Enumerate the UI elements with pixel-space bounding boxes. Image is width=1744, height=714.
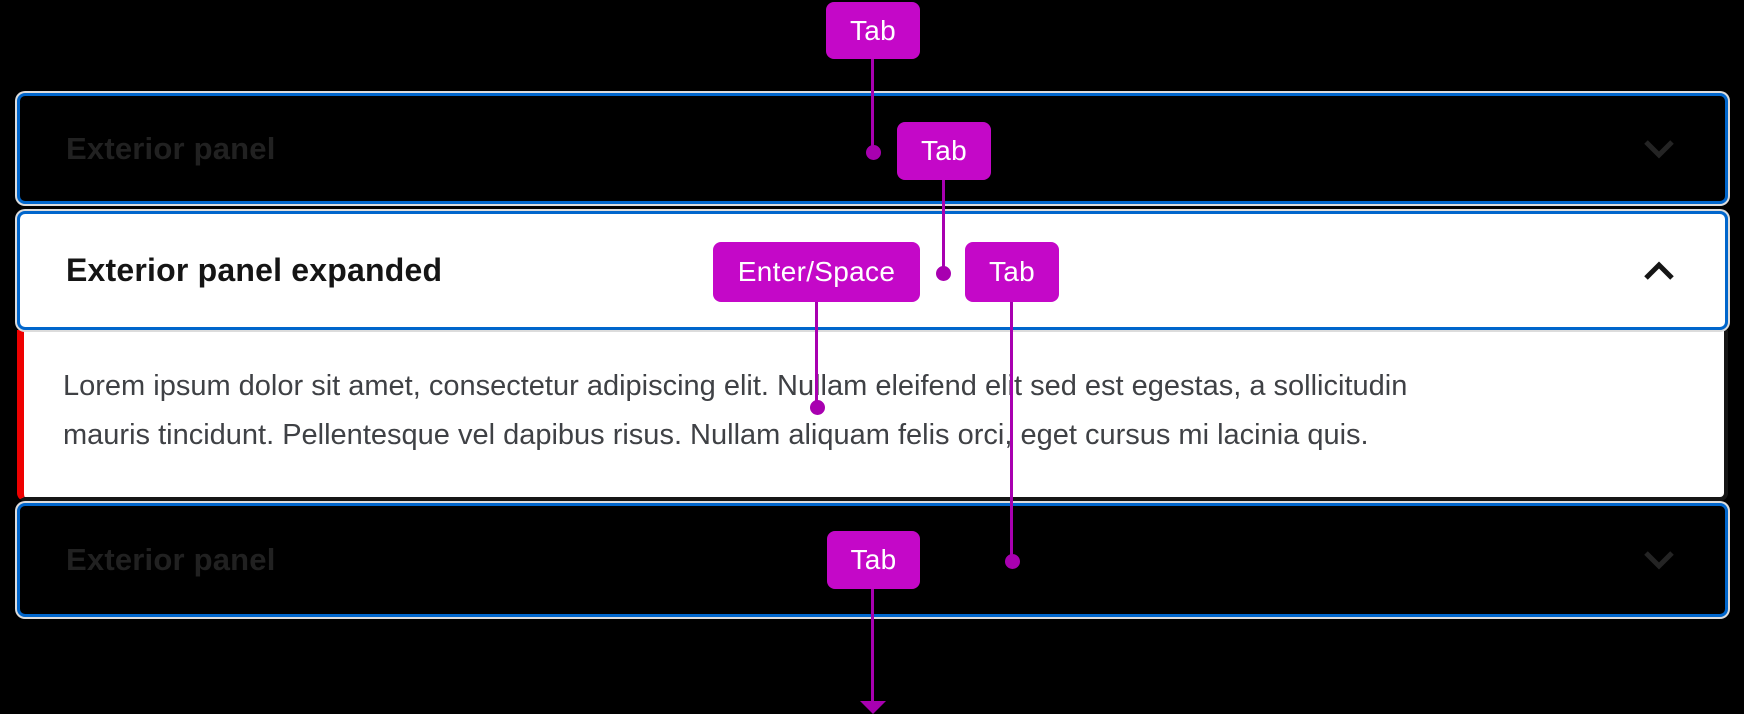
content-text-line: Lorem ipsum dolor sit amet, consectetur … bbox=[63, 370, 1408, 402]
chevron-down-icon bbox=[1644, 551, 1674, 570]
accordion-panel-expanded-title: Exterior panel expanded bbox=[66, 252, 443, 288]
enter-space-key-badge-label: Enter/Space bbox=[737, 256, 896, 287]
connector-line bbox=[942, 180, 945, 273]
tab-key-badge: Tab bbox=[827, 531, 920, 589]
connector-dot bbox=[810, 400, 825, 415]
connector-dot bbox=[1005, 554, 1020, 569]
tab-key-badge-label: Tab bbox=[849, 14, 897, 46]
tab-key-badge-label: Tab bbox=[920, 135, 968, 166]
accordion-expanded-content: Lorem ipsum dolor sit amet, consectetur … bbox=[17, 330, 1728, 501]
accordion-panel-top-title: Exterior panel bbox=[66, 130, 276, 166]
tab-key-badge-label: Tab bbox=[850, 544, 897, 575]
accordion-panel-bottom-title: Exterior panel bbox=[66, 542, 276, 577]
tab-key-badge-label: Tab bbox=[988, 256, 1036, 287]
chevron-up-icon bbox=[1644, 260, 1674, 280]
connector-line bbox=[871, 59, 874, 152]
chevron-down-icon bbox=[1644, 139, 1674, 159]
connector-line bbox=[815, 302, 818, 407]
arrow-down-head bbox=[860, 701, 886, 714]
tab-key-badge: Tab bbox=[965, 242, 1059, 302]
tab-key-badge: Tab bbox=[897, 122, 991, 180]
tab-key-badge: Tab bbox=[826, 2, 920, 59]
content-text-line: mauris tincidunt. Pellentesque vel dapib… bbox=[63, 419, 1369, 451]
connector-line bbox=[871, 589, 874, 702]
connector-dot bbox=[936, 266, 951, 281]
enter-space-key-badge: Enter/Space bbox=[713, 242, 920, 302]
connector-line bbox=[1010, 302, 1013, 561]
connector-dot bbox=[866, 145, 881, 160]
